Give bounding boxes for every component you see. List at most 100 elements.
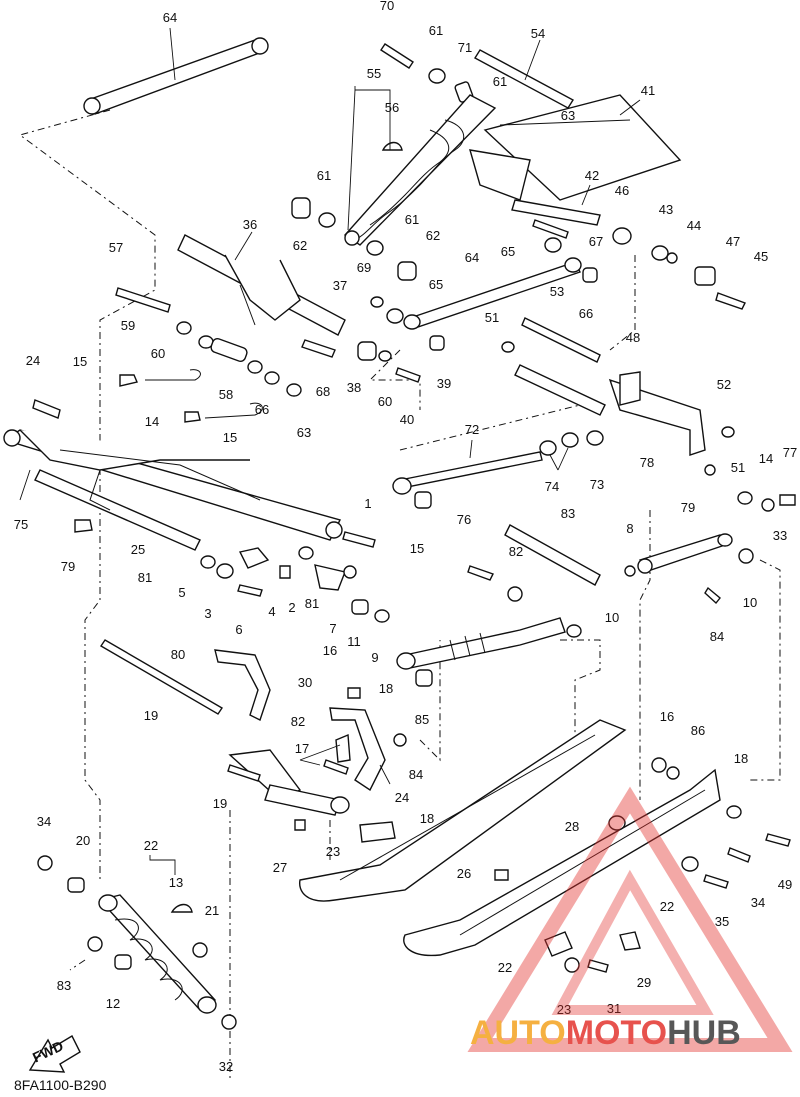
callout-60: 60	[151, 346, 165, 361]
callout-41: 41	[641, 83, 655, 98]
shock-84	[396, 617, 582, 670]
callout-6: 6	[235, 622, 242, 637]
callout-51: 51	[731, 460, 745, 475]
callout-49: 49	[778, 877, 792, 892]
bolt-57	[115, 287, 171, 313]
callout-33: 33	[773, 528, 787, 543]
callout-62: 62	[426, 228, 440, 243]
callout-80: 80	[171, 647, 185, 662]
slide-rail-right	[403, 768, 721, 957]
rear-shock-20	[98, 894, 217, 1014]
bracket-48	[608, 371, 706, 456]
callout-51: 51	[485, 310, 499, 325]
callout-66: 66	[255, 402, 269, 417]
callout-13: 13	[169, 875, 183, 890]
callout-43: 43	[659, 202, 673, 217]
callout-1: 1	[364, 496, 371, 511]
callout-34: 34	[37, 814, 51, 829]
arm-76	[639, 534, 726, 573]
callout-15: 15	[223, 430, 237, 445]
callout-46: 46	[615, 183, 629, 198]
fwd-arrow-icon	[28, 1035, 81, 1073]
callout-9: 9	[371, 650, 378, 665]
callout-53: 53	[550, 284, 564, 299]
callout-32: 32	[219, 1059, 233, 1074]
callout-3: 3	[204, 606, 211, 621]
diagram-code: 8FA1100-B290	[14, 1077, 107, 1093]
callout-10: 10	[605, 610, 619, 625]
shaft-53	[521, 317, 601, 363]
callout-19: 19	[213, 796, 227, 811]
arm-bracket-41	[469, 94, 682, 201]
callout-75: 75	[14, 517, 28, 532]
callout-2: 2	[288, 600, 295, 615]
callout-22: 22	[144, 838, 158, 853]
callout-44: 44	[687, 218, 701, 233]
callout-14: 14	[145, 414, 159, 429]
callout-26: 26	[457, 866, 471, 881]
callout-77: 77	[783, 445, 797, 460]
callout-64: 64	[163, 10, 177, 25]
callout-20: 20	[76, 833, 90, 848]
callout-61: 61	[429, 23, 443, 38]
leader-lines	[19, 27, 641, 875]
callout-68: 68	[316, 384, 330, 399]
callout-63: 63	[297, 425, 311, 440]
callout-39: 39	[437, 376, 451, 391]
shaft-33	[504, 524, 601, 586]
callout-82: 82	[291, 714, 305, 729]
callout-61: 61	[405, 212, 419, 227]
callout-12: 12	[106, 996, 120, 1011]
bolt-70	[380, 43, 414, 69]
callout-21: 21	[205, 903, 219, 918]
callout-22: 22	[498, 960, 512, 975]
callout-74: 74	[545, 479, 559, 494]
callout-86: 86	[691, 723, 705, 738]
callout-85: 85	[415, 712, 429, 727]
callout-30: 30	[298, 675, 312, 690]
callout-15: 15	[410, 541, 424, 556]
callout-14: 14	[759, 451, 773, 466]
callout-62: 62	[293, 238, 307, 253]
callout-24: 24	[26, 353, 40, 368]
callout-61: 61	[493, 74, 507, 89]
callout-34: 34	[751, 895, 765, 910]
callout-36: 36	[243, 217, 257, 232]
callout-24: 24	[395, 790, 409, 805]
callout-37: 37	[333, 278, 347, 293]
callout-65: 65	[429, 277, 443, 292]
callout-18: 18	[420, 811, 434, 826]
callout-69: 69	[357, 260, 371, 275]
parts-art	[3, 37, 796, 1073]
callout-18: 18	[379, 681, 393, 696]
callout-60: 60	[378, 394, 392, 409]
callout-65: 65	[501, 244, 515, 259]
callout-42: 42	[585, 168, 599, 183]
callout-83: 83	[561, 506, 575, 521]
callout-70: 70	[380, 0, 394, 13]
callout-78: 78	[640, 455, 654, 470]
callout-23: 23	[326, 844, 340, 859]
watermark-logo: AUTOMOTOHUB	[467, 786, 793, 1052]
callout-47: 47	[726, 234, 740, 249]
callout-67: 67	[589, 234, 603, 249]
callout-52: 52	[717, 377, 731, 392]
callout-38: 38	[347, 380, 361, 395]
callout-54: 54	[531, 26, 545, 41]
slide-rail-left	[299, 719, 627, 902]
callout-58: 58	[219, 387, 233, 402]
callout-10: 10	[743, 595, 757, 610]
callout-61: 61	[317, 168, 331, 183]
callout-4: 4	[268, 604, 275, 619]
callout-25: 25	[131, 542, 145, 557]
callout-73: 73	[590, 477, 604, 492]
callout-64: 64	[465, 250, 479, 265]
callout-71: 71	[458, 40, 472, 55]
callout-8: 8	[626, 521, 633, 536]
callout-5: 5	[178, 585, 185, 600]
callout-84: 84	[409, 767, 423, 782]
long-bolt-30	[100, 639, 223, 715]
callout-83: 83	[57, 978, 71, 993]
